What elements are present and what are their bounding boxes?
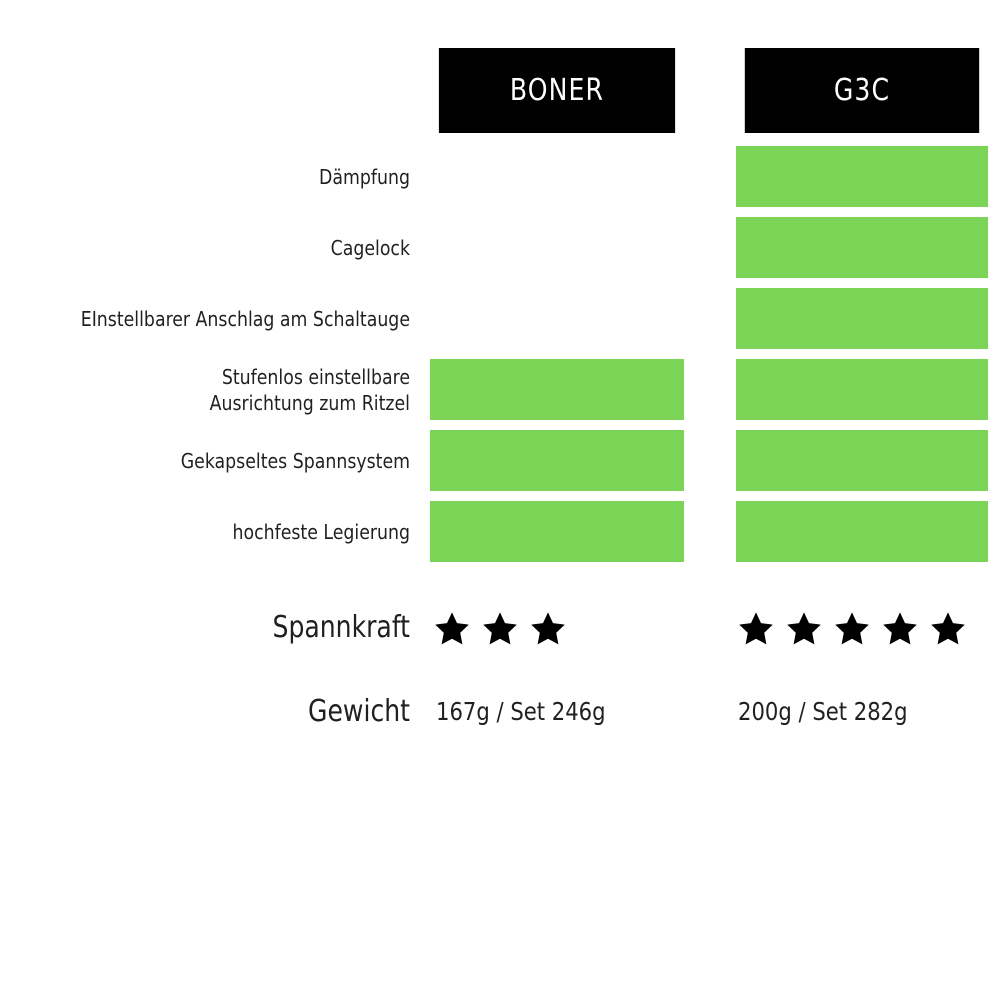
table-row: Stufenlos einstellbare Ausrichtung zum R… (0, 359, 1000, 420)
feature-cell-boner-empty (430, 217, 684, 278)
star-icon (882, 610, 918, 646)
table-row: EInstellbarer Anschlag am Schaltauge (0, 288, 1000, 349)
feature-cell-g3c-filled (736, 288, 988, 349)
table-row-gewicht: Gewicht 167g / Set 246g 200g / Set 282g (0, 684, 1000, 740)
feature-cell-boner-empty (430, 288, 684, 349)
feature-cell-g3c-filled (736, 217, 988, 278)
feature-label: EInstellbarer Anschlag am Schaltauge (80, 306, 410, 331)
column-header-label: G3C (833, 73, 891, 108)
weight-value-boner: 167g / Set 246g (436, 697, 606, 726)
table-row: hochfeste Legierung (0, 501, 1000, 562)
column-header-g3c: G3C (744, 48, 980, 133)
feature-cell-g3c-filled (736, 146, 988, 207)
feature-cell-boner-filled (430, 501, 684, 562)
feature-cell-g3c-filled (736, 430, 988, 491)
column-header-boner: BONER (438, 48, 676, 133)
weight-value-g3c: 200g / Set 282g (738, 697, 908, 726)
table-row: Dämpfung (0, 146, 1000, 207)
feature-label: Dämpfung (319, 164, 410, 189)
feature-label: Gekapseltes Spannsystem (180, 448, 410, 473)
star-icon (738, 610, 774, 646)
star-icon (786, 610, 822, 646)
gewicht-label: Gewicht (308, 694, 410, 729)
star-icon (530, 610, 566, 646)
feature-cell-boner-filled (430, 430, 684, 491)
feature-label: Stufenlos einstellbare Ausrichtung zum R… (209, 364, 410, 415)
column-header-label: BONER (509, 73, 605, 108)
feature-cell-boner-filled (430, 359, 684, 420)
feature-label: hochfeste Legierung (232, 519, 410, 544)
rating-stars-g3c (738, 610, 966, 646)
feature-cell-g3c-filled (736, 359, 988, 420)
rating-stars-boner (434, 610, 566, 646)
table-row-spannkraft: Spannkraft (0, 600, 1000, 656)
spannkraft-label: Spannkraft (272, 610, 410, 645)
table-row: Gekapseltes Spannsystem (0, 430, 1000, 491)
feature-label: Cagelock (330, 235, 410, 260)
star-icon (834, 610, 870, 646)
feature-cell-boner-empty (430, 146, 684, 207)
star-icon (482, 610, 518, 646)
star-icon (434, 610, 470, 646)
table-row: Cagelock (0, 217, 1000, 278)
feature-cell-g3c-filled (736, 501, 988, 562)
star-icon (930, 610, 966, 646)
